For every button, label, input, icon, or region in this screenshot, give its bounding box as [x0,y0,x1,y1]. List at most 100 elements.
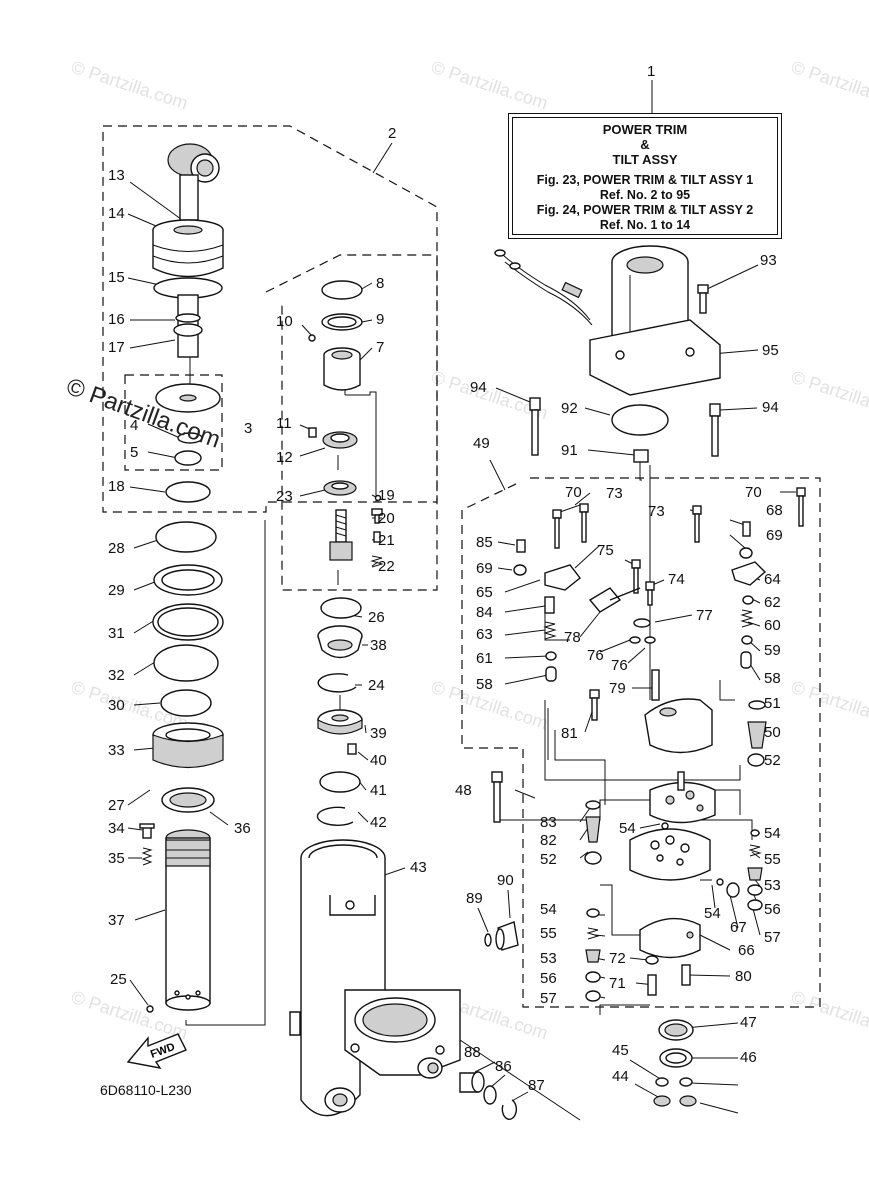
callout-26: 26 [368,609,385,626]
callout-52: 52 [764,752,781,769]
figure-ref-1: Fig. 23, POWER TRIM & TILT ASSY 1 [536,173,754,187]
callout-65: 65 [476,584,493,601]
callout-95: 95 [762,342,779,359]
callout-53: 53 [764,877,781,894]
callout-16: 16 [108,311,125,328]
callout-55: 55 [764,851,781,868]
callout-47: 47 [740,1014,757,1031]
watermark: © Partzilla.com [789,987,869,1044]
callout-33: 33 [108,742,125,759]
callout-57b: 57 [540,990,557,1007]
callout-85: 85 [476,534,493,551]
callout-70: 70 [565,484,582,501]
callout-8: 8 [376,275,384,292]
callout-45: 45 [612,1042,629,1059]
callout-80: 80 [735,968,752,985]
watermark: © Partzilla.com [789,367,869,424]
callout-60: 60 [764,617,781,634]
tilt-cylinder-housing [289,839,461,1117]
callout-20: 20 [378,510,395,527]
title-line-3: TILT ASSY [612,152,678,167]
callout-56b: 56 [540,970,557,987]
callout-68: 68 [766,502,783,519]
callout-63: 63 [476,626,493,643]
callout-43: 43 [410,859,427,876]
callout-23: 23 [276,488,293,505]
callout-67: 67 [730,919,747,936]
callout-39: 39 [370,725,387,742]
callout-38: 38 [370,637,387,654]
callout-36: 36 [234,820,251,837]
callout-83: 83 [540,814,557,831]
callout-12: 12 [276,449,293,466]
callout-91: 91 [561,442,578,459]
callout-74: 74 [668,571,685,588]
callout-92: 92 [561,400,578,417]
callout-88: 88 [464,1044,481,1061]
figure-ref-2-range: Ref. No. 1 to 14 [599,218,691,232]
callout-64: 64 [764,571,781,588]
callout-55b: 55 [540,925,557,942]
callout-54d: 54 [704,905,721,922]
callout-50: 50 [764,724,781,741]
callout-22: 22 [378,558,395,575]
motor-and-pump [491,245,806,1107]
callout-59: 59 [764,642,781,659]
callout-1: 1 [647,63,655,80]
assembly-title-box: POWER TRIM & TILT ASSY Fig. 23, POWER TR… [508,113,782,239]
callout-35: 35 [108,850,125,867]
callout-69: 69 [766,527,783,544]
callout-87: 87 [528,1077,545,1094]
callout-9: 9 [376,311,384,328]
callout-14: 14 [108,205,125,222]
callout-30: 30 [108,697,125,714]
callout-69b: 69 [476,560,493,577]
watermark: © Partzilla.com [429,57,551,114]
callout-54b: 54 [540,901,557,918]
callout-44: 44 [612,1068,629,1085]
callout-94: 94 [470,379,487,396]
callout-48: 48 [455,782,472,799]
callout-49: 49 [473,435,490,452]
callout-11: 11 [276,415,292,432]
callout-46: 46 [740,1049,757,1066]
title-line-2: & [640,137,650,152]
watermark: © Partzilla.com [789,677,869,734]
callout-21: 21 [378,532,395,549]
callout-19: 19 [378,487,395,504]
callout-62: 62 [764,594,781,611]
callout-86: 86 [495,1058,512,1075]
callout-28: 28 [108,540,125,557]
tilt-ram-parts: FWD [126,143,224,1069]
callout-76: 76 [587,647,604,664]
callout-34: 34 [108,820,125,837]
callout-57: 57 [764,929,781,946]
reference-numbers: 1 2 3 4 5 7 8 9 10 11 12 13 14 15 16 17 … [108,63,783,1094]
valve-group-boundary [265,254,438,591]
callout-81: 81 [561,725,578,742]
callout-32: 32 [108,667,125,684]
callout-5: 5 [130,444,138,461]
callout-25: 25 [110,971,127,988]
callout-3: 3 [244,420,252,437]
fwd-direction-arrow: FWD [126,1033,187,1069]
callout-56: 56 [764,901,781,918]
callout-24: 24 [368,677,385,694]
center-parts [289,280,519,1120]
piston-rod-upper [179,174,199,221]
watermark: © Partzilla.com [69,57,191,114]
figure-ref-2: Fig. 24, POWER TRIM & TILT ASSY 2 [536,203,754,217]
callout-58b: 58 [476,676,493,693]
callout-58: 58 [764,670,781,687]
callout-89: 89 [466,890,483,907]
callout-53b: 53 [540,950,557,967]
callout-31: 31 [108,625,125,642]
callout-2: 2 [388,125,396,142]
callout-15: 15 [108,269,125,286]
callout-7: 7 [376,339,384,356]
assembly-2-boundary [102,125,438,513]
callout-94b: 94 [762,399,779,416]
callout-10: 10 [276,313,293,330]
drawing-code: 6D68110-L230 [100,1082,192,1098]
